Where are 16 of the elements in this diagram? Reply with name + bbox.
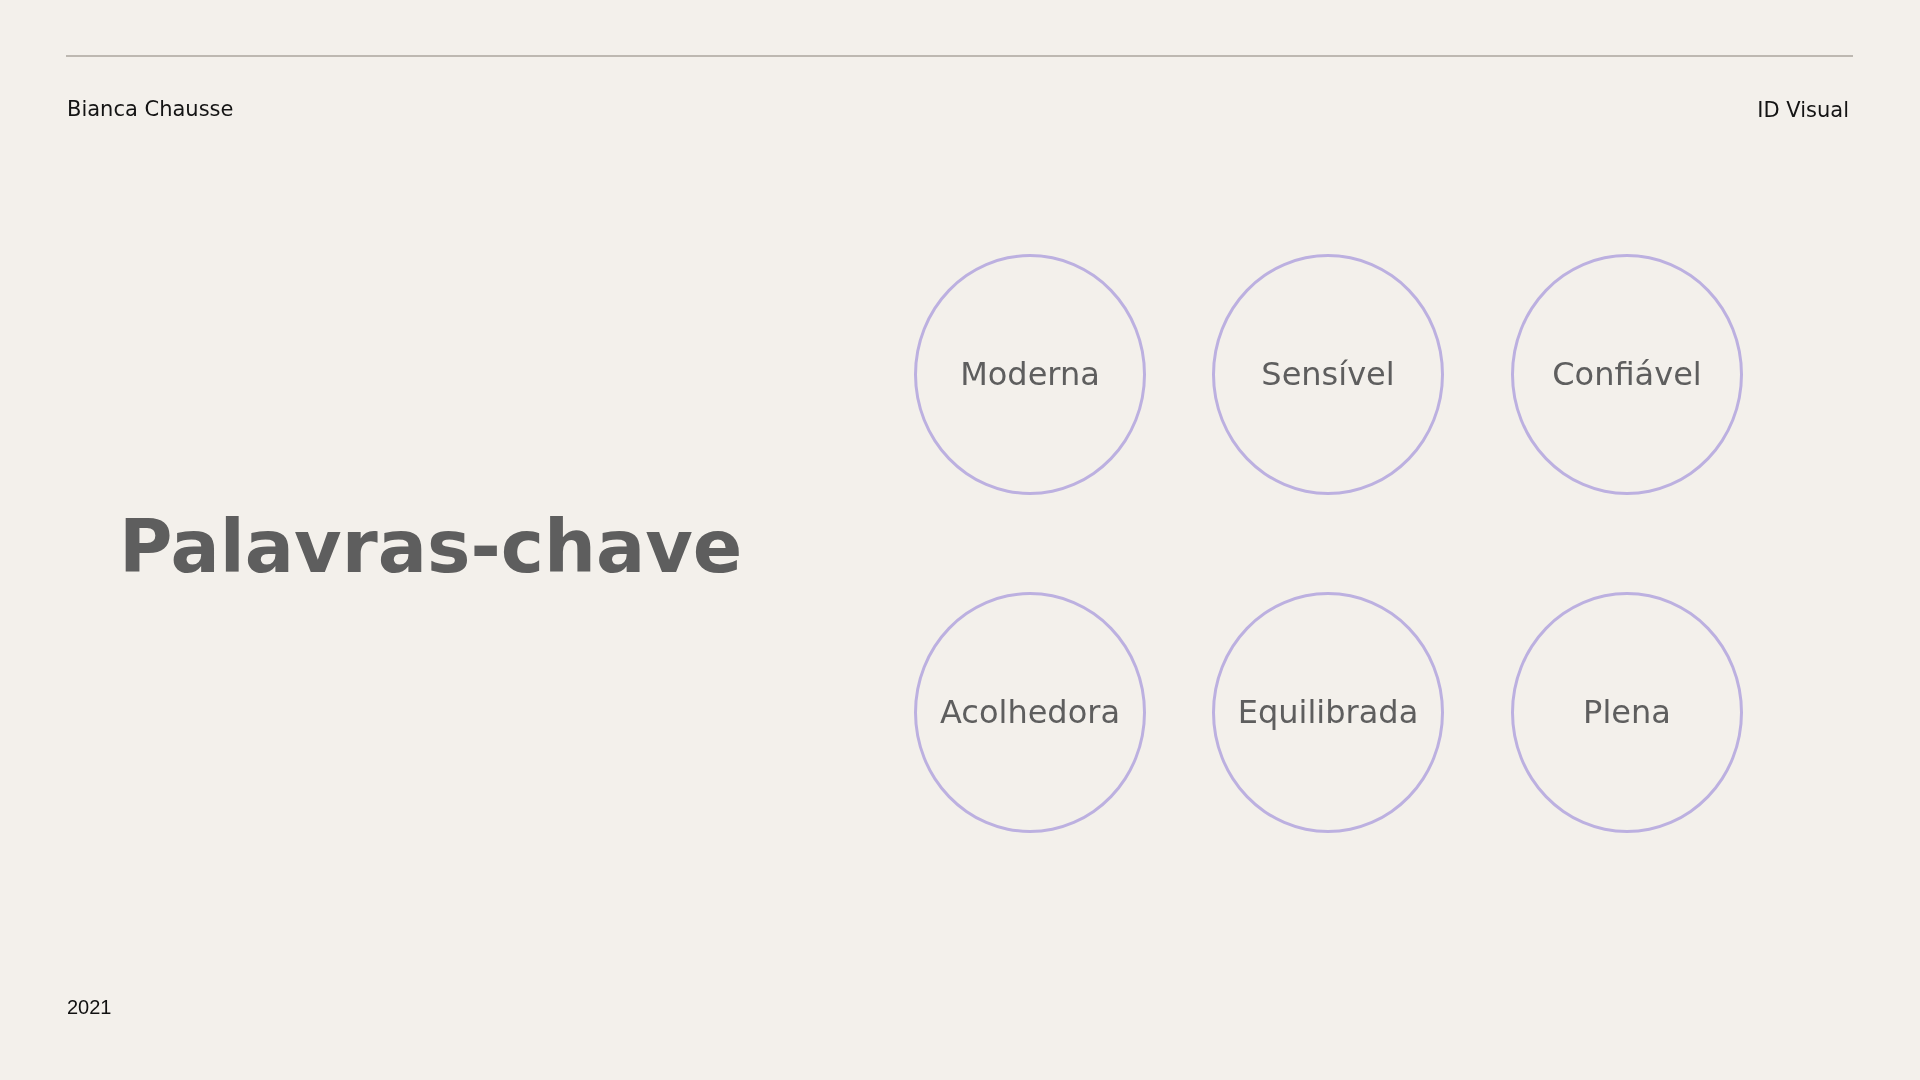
slide-title: Palavras-chave bbox=[119, 510, 743, 583]
keyword-circle bbox=[1511, 253, 1743, 495]
keyword-label: Confiável bbox=[1552, 354, 1702, 394]
keyword-label: Sensível bbox=[1261, 354, 1395, 394]
year-label: 2021 bbox=[67, 997, 112, 1017]
keyword-circle bbox=[1212, 591, 1444, 833]
section-label: ID Visual bbox=[1757, 100, 1849, 121]
keyword-circle bbox=[1511, 591, 1743, 833]
keyword-circle bbox=[914, 253, 1146, 495]
keyword-circle bbox=[914, 591, 1146, 833]
author-name: Bianca Chausse bbox=[67, 99, 234, 120]
keyword-label: Acolhedora bbox=[940, 692, 1120, 732]
keyword-circle bbox=[1212, 253, 1444, 495]
keyword-label: Plena bbox=[1583, 692, 1671, 732]
keyword-label: Equilibrada bbox=[1237, 692, 1419, 732]
keyword-label: Moderna bbox=[960, 354, 1100, 394]
